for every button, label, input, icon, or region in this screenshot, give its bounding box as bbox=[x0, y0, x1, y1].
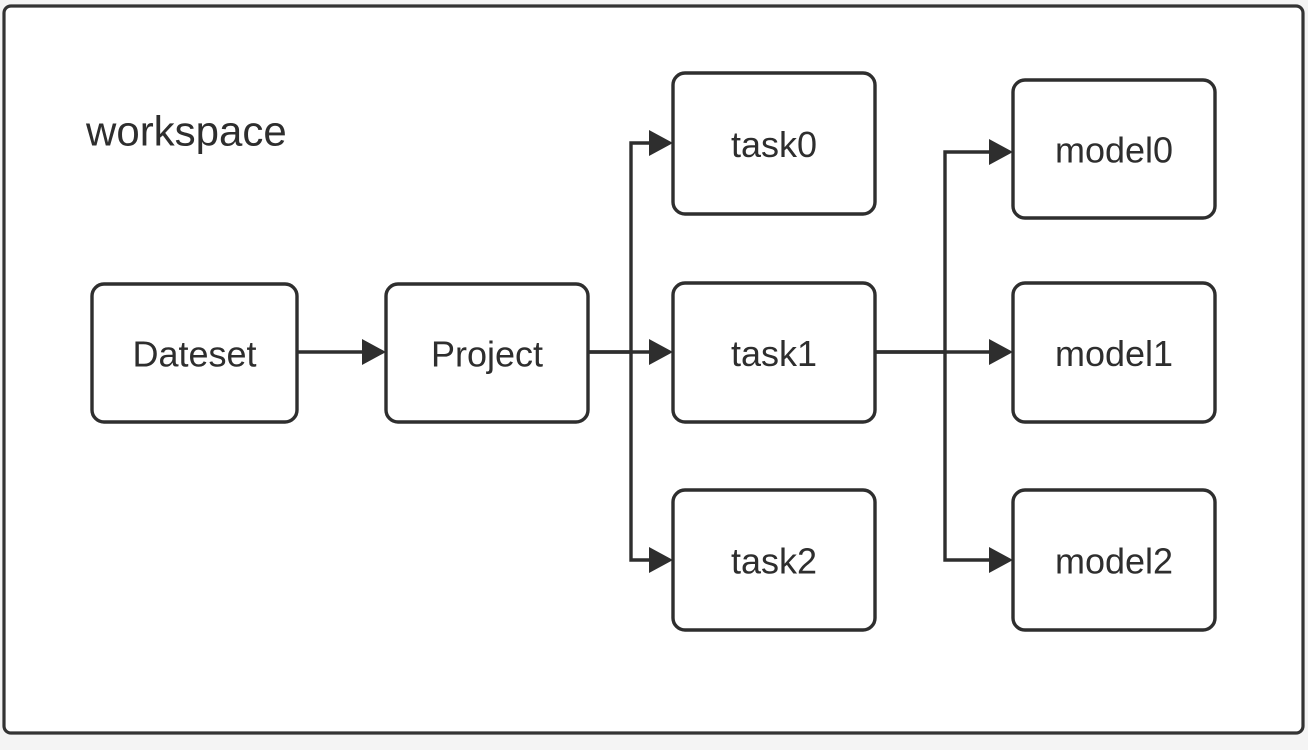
edge-task1-to-model1 bbox=[875, 339, 1013, 365]
edge-task1-to-model2 bbox=[943, 352, 1013, 573]
node-task1[interactable]: task1 bbox=[671, 281, 877, 424]
node-label-model0: model0 bbox=[1055, 130, 1173, 171]
node-box-task0[interactable] bbox=[671, 71, 877, 216]
node-box-project[interactable] bbox=[384, 282, 590, 424]
arrow-head-icon bbox=[989, 339, 1013, 365]
node-label-project: Project bbox=[431, 334, 543, 375]
node-box-model0[interactable] bbox=[1011, 78, 1217, 220]
node-task0[interactable]: task0 bbox=[671, 71, 877, 216]
node-label-model1: model1 bbox=[1055, 333, 1173, 374]
arrow-head-icon bbox=[989, 547, 1013, 573]
edge-dateset-to-project bbox=[297, 339, 386, 365]
node-box-model1[interactable] bbox=[1011, 281, 1217, 424]
node-label-task1: task1 bbox=[731, 333, 817, 374]
node-label-task2: task2 bbox=[731, 541, 817, 582]
node-label-dateset: Dateset bbox=[132, 334, 256, 375]
node-project[interactable]: Project bbox=[384, 282, 590, 424]
edge-project-to-task2 bbox=[629, 352, 673, 573]
node-dateset[interactable]: Dateset bbox=[90, 282, 299, 424]
arrow-head-icon bbox=[649, 547, 673, 573]
edge-path bbox=[943, 352, 1004, 562]
node-box-model2[interactable] bbox=[1011, 488, 1217, 632]
edge-project-to-task1 bbox=[588, 339, 673, 365]
arrow-head-icon bbox=[989, 139, 1013, 165]
node-task2[interactable]: task2 bbox=[671, 488, 877, 632]
arrow-head-icon bbox=[649, 339, 673, 365]
node-box-task2[interactable] bbox=[671, 488, 877, 632]
edges-layer bbox=[297, 130, 1013, 573]
workspace-group-frame bbox=[2, 4, 1305, 735]
node-box-dateset[interactable] bbox=[90, 282, 299, 424]
node-model1[interactable]: model1 bbox=[1011, 281, 1217, 424]
arrow-head-icon bbox=[649, 130, 673, 156]
node-box-task1[interactable] bbox=[671, 281, 877, 424]
nodes-layer: Dateset Project task0 task1 task2 model0 model… bbox=[90, 71, 1217, 632]
node-label-task0: task0 bbox=[731, 124, 817, 165]
arrow-head-icon bbox=[362, 339, 386, 365]
workspace-group-label: workspace bbox=[85, 108, 287, 155]
node-model0[interactable]: model0 bbox=[1011, 78, 1217, 220]
node-label-model2: model2 bbox=[1055, 541, 1173, 582]
node-model2[interactable]: model2 bbox=[1011, 488, 1217, 632]
